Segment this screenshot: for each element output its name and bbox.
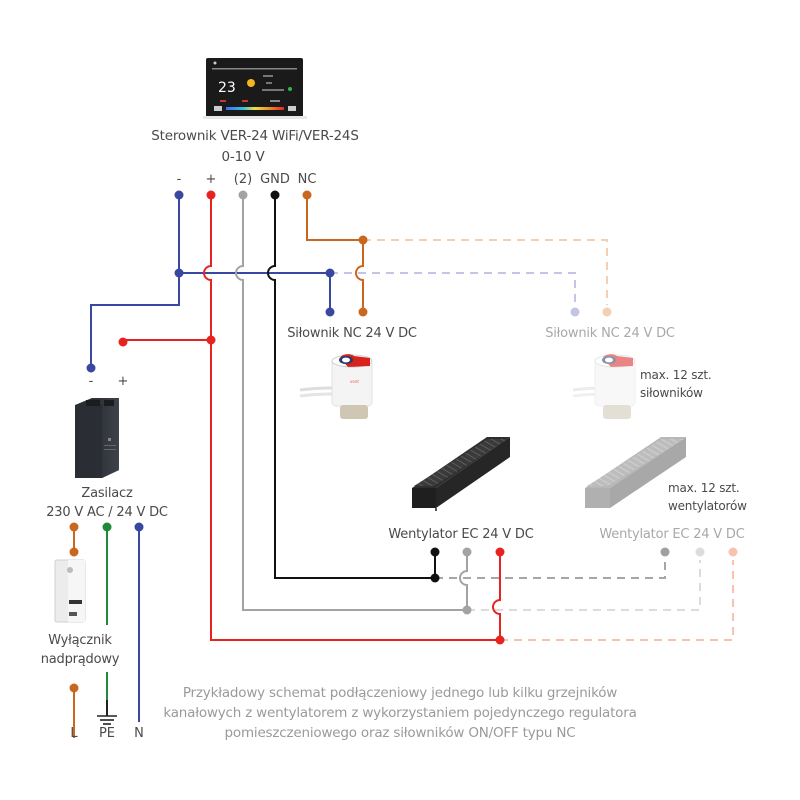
dot-controller-plus [206, 190, 216, 200]
wire-gnd [267, 195, 435, 579]
wire-signal-to-fan-1 [459, 552, 468, 610]
caption-line3: pomieszczeniowego oraz siłowników ON/OFF… [224, 725, 576, 741]
wire-plus [203, 195, 500, 641]
wire-nc [306, 195, 364, 312]
controller-title: Sterownik VER-24 WiFi/VER-24S [151, 128, 359, 144]
mains-terminal-n: N [134, 726, 144, 741]
wire-plus-to-psu [122, 339, 211, 342]
psu-terminal-minus: - [88, 374, 94, 389]
dot-controller-nc [302, 190, 312, 200]
fan-1-convector [412, 437, 510, 511]
actuator-2-note-line1: max. 12 szt. [640, 368, 712, 382]
dot-breaker-bottom [69, 683, 79, 693]
faded-wires [330, 239, 734, 641]
dot-psu-n [134, 522, 144, 532]
dot-psu-plus [118, 337, 128, 347]
wire-nc-to-actuator-2 [363, 239, 608, 305]
dot-fan-2-plus [728, 547, 738, 557]
controller-terminal-plus: + [205, 172, 217, 187]
wire-signal [235, 195, 467, 611]
actuator-2-device [572, 354, 636, 419]
solid-wires [73, 195, 501, 738]
dot-controller-gnd [270, 190, 280, 200]
actuator-1-device: vent [299, 354, 373, 419]
dot-psu-minus [86, 363, 96, 373]
dot-actuator-2-minus [570, 307, 580, 317]
dot-junction-nc [358, 235, 368, 245]
psu-title: Zasilacz [81, 486, 133, 501]
dot-fan-1-signal-junction [462, 605, 472, 615]
actuator-2-note-line2: siłowników [640, 386, 703, 400]
earth-ground-icon [97, 715, 117, 725]
dot-fan-2-signal [695, 547, 705, 557]
caption-line2: kanałowych z wentylatorem z wykorzystani… [163, 705, 637, 721]
dot-junction-minus-act [325, 268, 335, 278]
fan-1-label: Wentylator EC 24 V DC [388, 527, 534, 542]
mains-terminal-l: L [70, 726, 78, 741]
dot-fan-1-plus-junction [495, 635, 505, 645]
power-supply-device [75, 398, 119, 478]
actuator-2-label: Siłownik NC 24 V DC [545, 326, 675, 341]
controller-terminal-nc: NC [297, 172, 317, 187]
controller-terminal-minus: - [176, 172, 182, 187]
breaker-title-line1: Wyłącznik [48, 633, 112, 648]
actuator-1-label: Siłownik NC 24 V DC [287, 326, 417, 341]
wire-gnd-to-fan-2 [435, 560, 666, 579]
dot-actuator-1-minus [325, 307, 335, 317]
controller-terminal-signal: (2) [233, 172, 253, 187]
controller-subtitle: 0-10 V [221, 149, 265, 165]
dot-fan-1-gnd [430, 547, 440, 557]
wire-minus-bus [179, 272, 331, 312]
fan-2-note-line1: max. 12 szt. [668, 481, 740, 495]
wire-minus [90, 195, 180, 368]
wire-minus-to-actuator-2 [330, 272, 576, 305]
dot-psu-l [69, 522, 79, 532]
psu-terminal-plus: + [117, 374, 129, 389]
dot-actuator-2-nc [602, 307, 612, 317]
caption-line1: Przykładowy schemat podłączeniowy jedneg… [182, 685, 618, 701]
fan-2-convector [585, 437, 686, 508]
dot-fan-2-gnd [660, 547, 670, 557]
dot-controller-minus [174, 190, 184, 200]
controller-terminal-gnd: GND [260, 172, 290, 187]
wire-plus-to-fan-2 [500, 560, 734, 641]
wire-plus-to-fan-1 [492, 552, 501, 640]
mains-terminal-pe: PE [98, 726, 116, 741]
dot-junction-plus [206, 335, 216, 345]
fan-2-note-line2: wentylatorów [668, 499, 747, 513]
dot-actuator-1-nc [358, 307, 368, 317]
dot-controller-signal [238, 190, 248, 200]
svg-text:vent: vent [350, 379, 359, 384]
breaker-title-line2: nadprądowy [40, 652, 120, 667]
psu-subtitle: 230 V AC / 24 V DC [46, 505, 168, 520]
wire-signal-to-fan-2 [467, 560, 701, 611]
dot-breaker-top [69, 547, 79, 557]
circuit-breaker-device [54, 559, 86, 623]
dot-fan-1-signal [462, 547, 472, 557]
controller-device: 23 [203, 58, 307, 119]
terminal-dots [69, 190, 738, 693]
fan-2-label: Wentylator EC 24 V DC [599, 527, 745, 542]
dot-psu-pe [102, 522, 112, 532]
dot-fan-1-gnd-junction [430, 573, 440, 583]
dot-fan-1-plus [495, 547, 505, 557]
controller-display-temp: 23 [218, 80, 236, 96]
dot-junction-minus [174, 268, 184, 278]
diagram-caption: Przykładowy schemat podłączeniowy jedneg… [100, 683, 700, 743]
